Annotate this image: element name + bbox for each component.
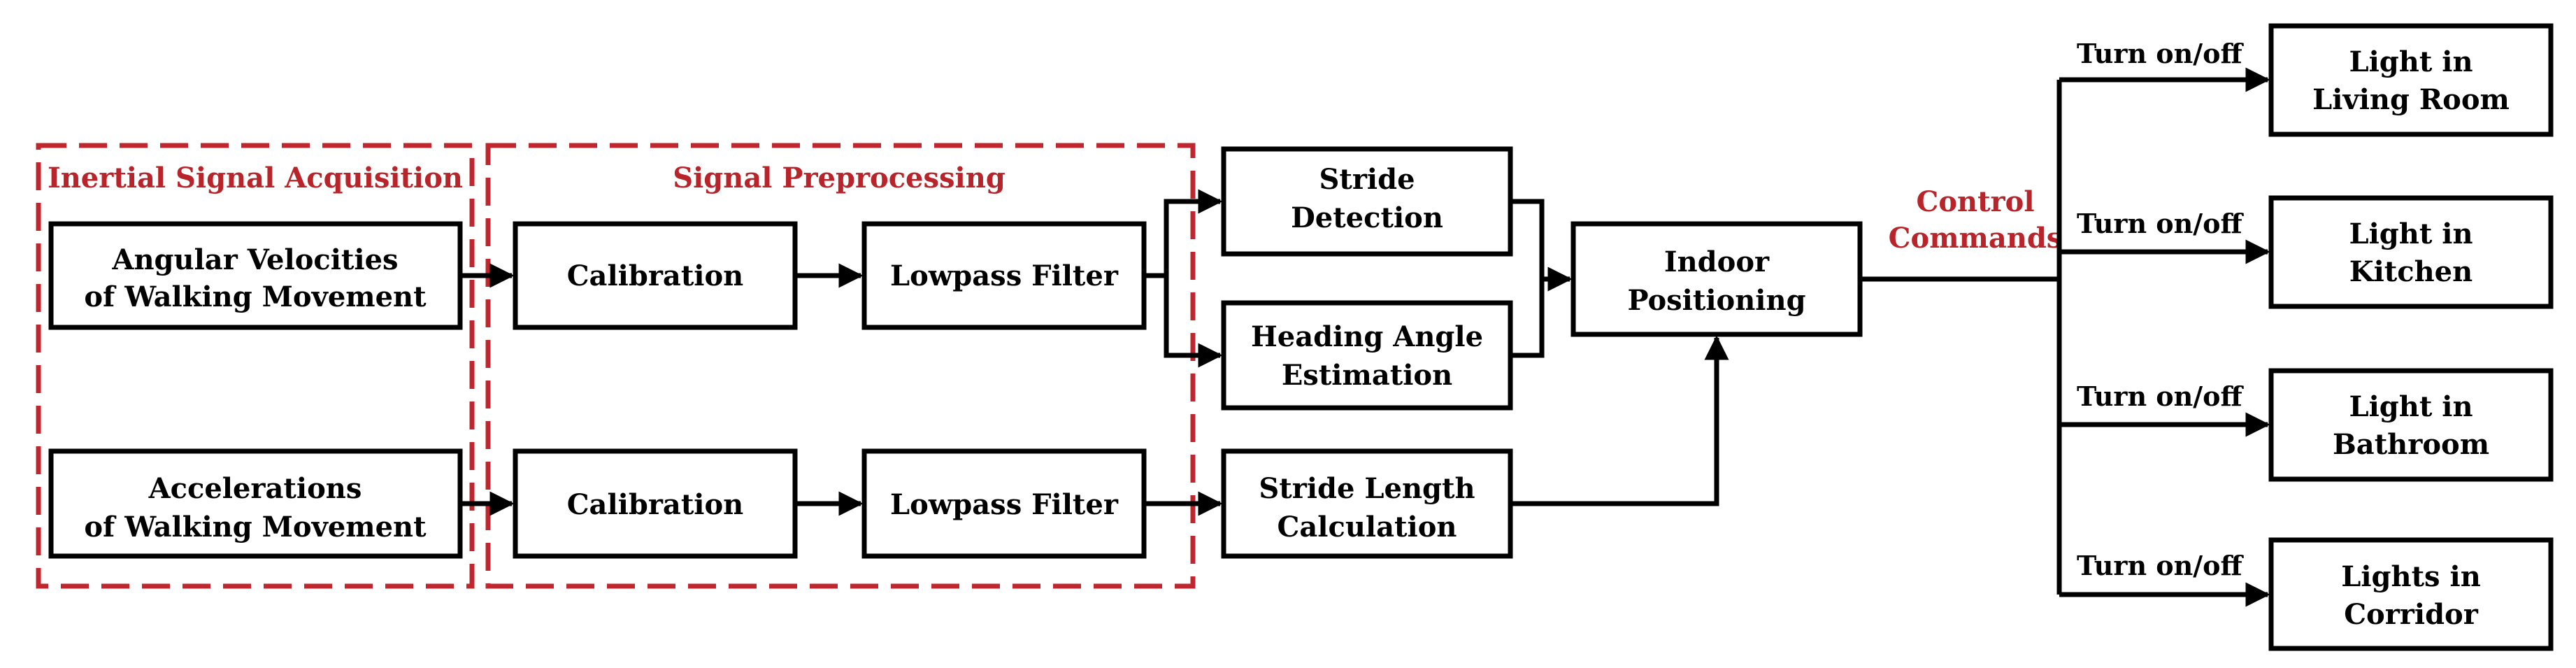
calibration-node-top: Calibration bbox=[513, 221, 798, 330]
angular-velocities-line1: Angular Velocities bbox=[111, 243, 398, 276]
light-living-room-line2: Living Room bbox=[2312, 83, 2510, 116]
accelerations-line2: of Walking Movement bbox=[84, 511, 427, 543]
lowpass-filter-label-bottom: Lowpass Filter bbox=[890, 488, 1119, 521]
stride-length-line2: Calculation bbox=[1278, 511, 1457, 543]
lowpass-filter-node-bottom: Lowpass Filter bbox=[861, 448, 1147, 559]
angular-velocities-node: Angular Velocities of Walking Movement bbox=[48, 221, 463, 330]
calibration-label-top: Calibration bbox=[567, 260, 744, 292]
accelerations-line1: Accelerations bbox=[148, 472, 362, 505]
lowpass-filter-node-top: Lowpass Filter bbox=[861, 221, 1147, 330]
indoor-positioning-line2: Positioning bbox=[1627, 284, 1805, 317]
accelerations-node: Accelerations of Walking Movement bbox=[48, 448, 463, 559]
preprocessing-group-title: Signal Preprocessing bbox=[673, 162, 1006, 194]
angular-velocities-line2: of Walking Movement bbox=[84, 280, 427, 313]
arrow-stride-length-to-positioning bbox=[1510, 335, 1729, 506]
arrow-lowpass-to-stride-detection bbox=[1164, 189, 1223, 276]
light-living-room-line1: Light in bbox=[2349, 45, 2473, 78]
light-bathroom-node: Light in Bathroom bbox=[2268, 368, 2554, 482]
turn-on-off-label-4: Turn on/off bbox=[2077, 550, 2244, 581]
light-kitchen-node: Light in Kitchen bbox=[2268, 195, 2554, 309]
light-kitchen-line1: Light in bbox=[2349, 218, 2473, 250]
arrow-lowpass-to-heading bbox=[1164, 276, 1223, 368]
wire-stride-detection-merge bbox=[1510, 199, 1545, 279]
heading-angle-line1: Heading Angle bbox=[1251, 320, 1483, 353]
stride-length-line1: Stride Length bbox=[1259, 472, 1475, 505]
turn-on-off-label-2: Turn on/off bbox=[2077, 208, 2244, 239]
light-kitchen-line2: Kitchen bbox=[2349, 255, 2473, 288]
lights-corridor-line2: Corridor bbox=[2344, 598, 2479, 631]
indoor-positioning-line1: Indoor bbox=[1664, 246, 1770, 278]
indoor-positioning-node: Indoor Positioning bbox=[1570, 221, 1863, 337]
lights-corridor-node: Lights in Corridor bbox=[2268, 537, 2554, 651]
heading-angle-line2: Estimation bbox=[1282, 359, 1452, 392]
lights-corridor-line1: Lights in bbox=[2341, 560, 2481, 593]
turn-on-off-label-3: Turn on/off bbox=[2077, 381, 2244, 412]
stride-length-node: Stride Length Calculation bbox=[1221, 448, 1513, 559]
stride-detection-line1: Stride bbox=[1319, 163, 1415, 196]
acquisition-group-border bbox=[36, 143, 475, 589]
heading-angle-node: Heading Angle Estimation bbox=[1221, 300, 1513, 411]
acquisition-group-title: Inertial Signal Acquisition bbox=[48, 162, 463, 194]
calibration-node-bottom: Calibration bbox=[513, 448, 798, 559]
wire-heading-merge bbox=[1510, 279, 1545, 358]
light-bathroom-line2: Bathroom bbox=[2333, 428, 2489, 461]
calibration-label-bottom: Calibration bbox=[567, 488, 744, 521]
stride-detection-node: Stride Detection bbox=[1221, 146, 1513, 257]
light-bathroom-line1: Light in bbox=[2349, 390, 2473, 423]
light-living-room-node: Light in Living Room bbox=[2268, 23, 2554, 137]
lowpass-filter-label-top: Lowpass Filter bbox=[890, 260, 1119, 292]
control-commands-line2: Commands bbox=[1889, 222, 2063, 255]
stride-detection-line2: Detection bbox=[1291, 201, 1443, 234]
control-commands-line1: Control bbox=[1916, 185, 2034, 218]
preprocessing-group-border bbox=[485, 143, 1196, 589]
turn-on-off-label-1: Turn on/off bbox=[2077, 38, 2244, 69]
